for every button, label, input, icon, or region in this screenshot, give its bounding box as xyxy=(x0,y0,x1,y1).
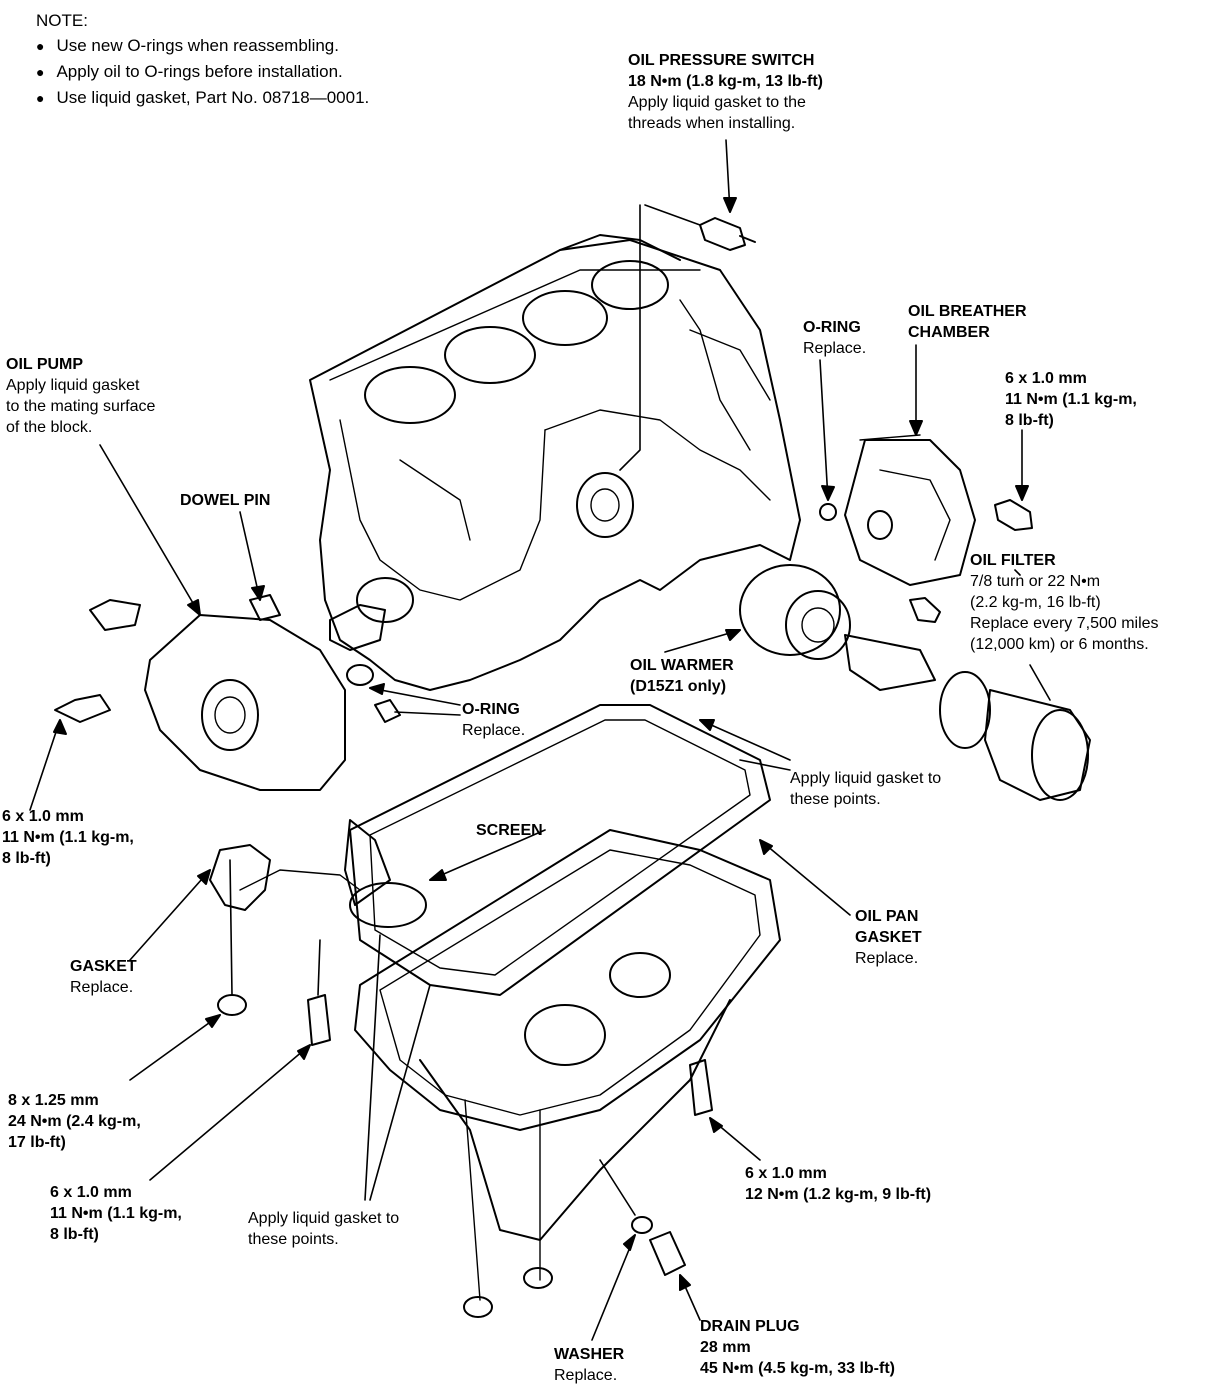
oil-warmer-label: OIL WARMER (D15Z1 only) xyxy=(630,655,734,697)
label-title: GASKET xyxy=(70,958,137,975)
label-title: WASHER xyxy=(554,1346,625,1363)
label-line: Apply liquid gasket xyxy=(6,377,140,394)
note-list: Use new O-rings when reassembling. Apply… xyxy=(36,33,369,111)
note-item: Use liquid gasket, Part No. 08718—0001. xyxy=(36,85,369,111)
note-block: NOTE: Use new O-rings when reassembling.… xyxy=(36,8,369,111)
label-line: (2.2 kg-m, 16 lb-ft) xyxy=(970,594,1101,611)
label-line: threads when installing. xyxy=(628,115,796,132)
label-title: 6 x 1.0 mm xyxy=(1005,370,1087,387)
pan-bolt-left-label: 6 x 1.0 mm 11 N•m (1.1 kg-m, 8 lb-ft) xyxy=(50,1182,182,1245)
label-line: (D15Z1 only) xyxy=(630,678,727,695)
label-line: Replace. xyxy=(855,950,919,967)
label-line: 24 N•m (2.4 kg-m, xyxy=(8,1113,141,1130)
label-line: of the block. xyxy=(6,419,93,436)
label-title: OIL PRESSURE SWITCH xyxy=(628,52,815,69)
label-title: OIL PUMP xyxy=(6,356,84,373)
oil-pump-part xyxy=(54,594,401,791)
oil-pressure-switch-part xyxy=(699,217,756,251)
label-line: these points. xyxy=(790,791,881,808)
label-line: Replace. xyxy=(70,979,134,996)
label-line: (12,000 km) or 6 months. xyxy=(970,636,1149,653)
oil-warmer-filter-parts xyxy=(739,564,1091,801)
label-line: 11 N•m (1.1 kg-m, xyxy=(2,829,134,846)
pump-bolt-label: 6 x 1.0 mm 11 N•m (1.1 kg-m, 8 lb-ft) xyxy=(2,806,134,869)
note-item: Apply oil to O-rings before installation… xyxy=(36,59,369,85)
label-line: Replace. xyxy=(554,1367,618,1384)
label-line: 7/8 turn or 22 N•m xyxy=(970,573,1101,590)
liquid-gasket-points-top-label: Apply liquid gasket to these points. xyxy=(790,768,941,810)
oil-pump-label: OIL PUMP Apply liquid gasket to the mati… xyxy=(6,354,155,438)
label-title: OIL FILTER xyxy=(970,552,1056,569)
label-title: CHAMBER xyxy=(908,324,990,341)
label-title: 8 x 1.25 mm xyxy=(8,1092,99,1109)
label-title: OIL WARMER xyxy=(630,657,734,674)
oil-pan-gasket-part xyxy=(349,704,771,996)
label-line: 45 N•m (4.5 kg-m, 33 lb-ft) xyxy=(700,1360,895,1377)
oil-pan-part xyxy=(217,829,781,1318)
liquid-gasket-points-bottom-label: Apply liquid gasket to these points. xyxy=(248,1208,399,1250)
note-item: Use new O-rings when reassembling. xyxy=(36,33,369,59)
label-title: 6 x 1.0 mm xyxy=(2,808,84,825)
leader-lines xyxy=(29,139,1051,1341)
gasket-label: GASKET Replace. xyxy=(70,956,137,998)
oil-pan-gasket-label: OIL PAN GASKET Replace. xyxy=(855,906,922,969)
label-line: Replace every 7,500 miles xyxy=(970,615,1159,632)
label-line: 18 N•m (1.8 kg-m, 13 lb-ft) xyxy=(628,73,823,90)
label-title: DOWEL PIN xyxy=(180,492,271,509)
dowel-pin-label: DOWEL PIN xyxy=(180,490,270,511)
label-line: 12 N•m (1.2 kg-m, 9 lb-ft) xyxy=(745,1186,932,1203)
label-line: 17 lb-ft) xyxy=(8,1134,66,1151)
label-title: OIL BREATHER xyxy=(908,303,1027,320)
screen-bolt-label: 8 x 1.25 mm 24 N•m (2.4 kg-m, 17 lb-ft) xyxy=(8,1090,141,1153)
label-line: Apply liquid gasket to xyxy=(248,1210,400,1227)
label-title: GASKET xyxy=(855,929,922,946)
note-heading: NOTE: xyxy=(36,11,88,30)
label-line: 11 N•m (1.1 kg-m, xyxy=(1005,391,1137,408)
oil-breather-chamber-part xyxy=(819,434,1033,586)
breather-bolt-label: 6 x 1.0 mm 11 N•m (1.1 kg-m, 8 lb-ft) xyxy=(1005,368,1137,431)
oil-screen-part xyxy=(209,819,427,928)
o-ring-breather-label: O-RING Replace. xyxy=(803,317,866,359)
label-title: O-RING xyxy=(803,319,861,336)
label-title: 6 x 1.0 mm xyxy=(50,1184,132,1201)
label-title: OIL PAN xyxy=(855,908,919,925)
label-line: 11 N•m (1.1 kg-m, xyxy=(50,1205,182,1222)
label-line: Replace. xyxy=(462,722,526,739)
label-title: SCREEN xyxy=(476,822,543,839)
label-title: 6 x 1.0 mm xyxy=(745,1165,827,1182)
label-line: Apply liquid gasket to the xyxy=(628,94,806,111)
label-title: O-RING xyxy=(462,701,520,718)
label-line: 8 lb-ft) xyxy=(2,850,51,867)
label-line: to the mating surface xyxy=(6,398,156,415)
washer-label: WASHER Replace. xyxy=(554,1344,624,1386)
label-line: 8 lb-ft) xyxy=(1005,412,1054,429)
label-line: these points. xyxy=(248,1231,339,1248)
screen-label: SCREEN xyxy=(476,820,543,841)
label-title: DRAIN PLUG xyxy=(700,1318,800,1335)
oil-breather-chamber-label: OIL BREATHER CHAMBER xyxy=(908,301,1027,343)
label-line: 8 lb-ft) xyxy=(50,1226,99,1243)
arrowheads xyxy=(53,197,1029,1291)
drain-plug-label: DRAIN PLUG 28 mm 45 N•m (4.5 kg-m, 33 lb… xyxy=(700,1316,895,1379)
oil-pressure-switch-label: OIL PRESSURE SWITCH 18 N•m (1.8 kg-m, 13… xyxy=(628,50,823,134)
o-ring-pump-label: O-RING Replace. xyxy=(462,699,525,741)
label-line: 28 mm xyxy=(700,1339,751,1356)
pan-bolt-right-label: 6 x 1.0 mm 12 N•m (1.2 kg-m, 9 lb-ft) xyxy=(745,1163,931,1205)
oil-filter-label: OIL FILTER 7/8 turn or 22 N•m (2.2 kg-m,… xyxy=(970,550,1159,655)
engine-block xyxy=(309,234,801,691)
label-line: Apply liquid gasket to xyxy=(790,770,942,787)
label-line: Replace. xyxy=(803,340,867,357)
